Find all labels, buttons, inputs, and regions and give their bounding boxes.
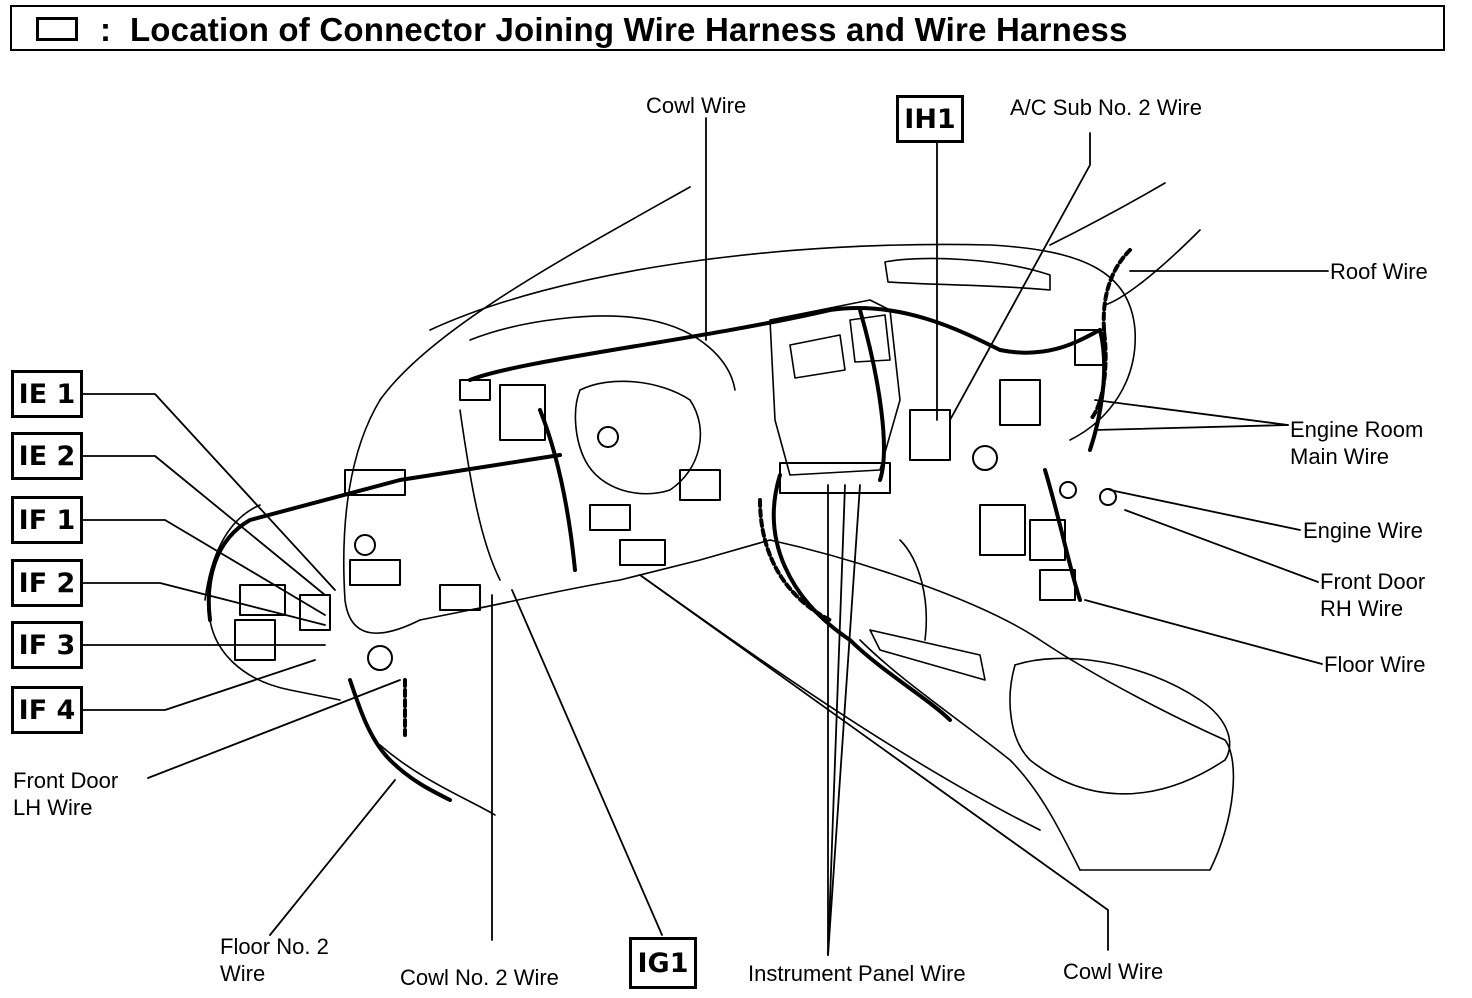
title-text: Location of Connector Joining Wire Harne… — [129, 11, 1128, 48]
dashboard-outline — [204, 182, 1235, 871]
label-line: Wire — [220, 961, 266, 986]
title-colon: : — [100, 11, 112, 48]
diagram-title: : Location of Connector Joining Wire Har… — [100, 11, 1128, 49]
label-ac-sub-no2-wire: A/C Sub No. 2 Wire — [1010, 95, 1202, 120]
connector-code-if1: IF 1 — [11, 496, 83, 544]
label-line: RH Wire — [1320, 596, 1404, 621]
label-instrument-panel-wire: Instrument Panel Wire — [748, 961, 966, 986]
connector-blocks — [234, 329, 1117, 671]
connector-box-icon — [36, 17, 78, 41]
label-line: LH Wire — [13, 795, 93, 820]
label-line: Front Door — [1320, 569, 1426, 594]
connector-code-if4: IF 4 — [11, 686, 83, 734]
label-cowl-wire-top: Cowl Wire — [646, 93, 747, 118]
connector-code-ig1: IG1 — [629, 937, 697, 989]
label-line: Main Wire — [1290, 444, 1390, 469]
connector-code-if3: IF 3 — [11, 621, 83, 669]
label-cowl-wire-bottom: Cowl Wire — [1063, 959, 1164, 984]
label-line: Front Door — [13, 768, 119, 793]
connector-code-ie1: IE 1 — [11, 370, 83, 418]
title-bar: : Location of Connector Joining Wire Har… — [10, 5, 1445, 51]
label-floor-wire: Floor Wire — [1324, 652, 1426, 677]
label-floor-no2-wire: Floor No. 2 Wire — [220, 933, 329, 987]
label-front-door-rh-wire: Front Door RH Wire — [1320, 568, 1425, 622]
connector-code-if2: IF 2 — [11, 559, 83, 607]
connector-code-ih1: IH1 — [896, 95, 964, 143]
label-engine-room-main-wire: Engine Room Main Wire — [1290, 416, 1423, 470]
label-engine-wire: Engine Wire — [1303, 518, 1423, 543]
label-cowl-no2-wire: Cowl No. 2 Wire — [400, 965, 559, 990]
label-line: Engine Room — [1290, 417, 1424, 442]
leader-lines — [79, 117, 1329, 956]
connector-code-ie2: IE 2 — [11, 432, 83, 480]
label-roof-wire: Roof Wire — [1330, 259, 1428, 284]
label-line: Floor No. 2 — [220, 934, 329, 959]
label-front-door-lh-wire: Front Door LH Wire — [13, 767, 118, 821]
